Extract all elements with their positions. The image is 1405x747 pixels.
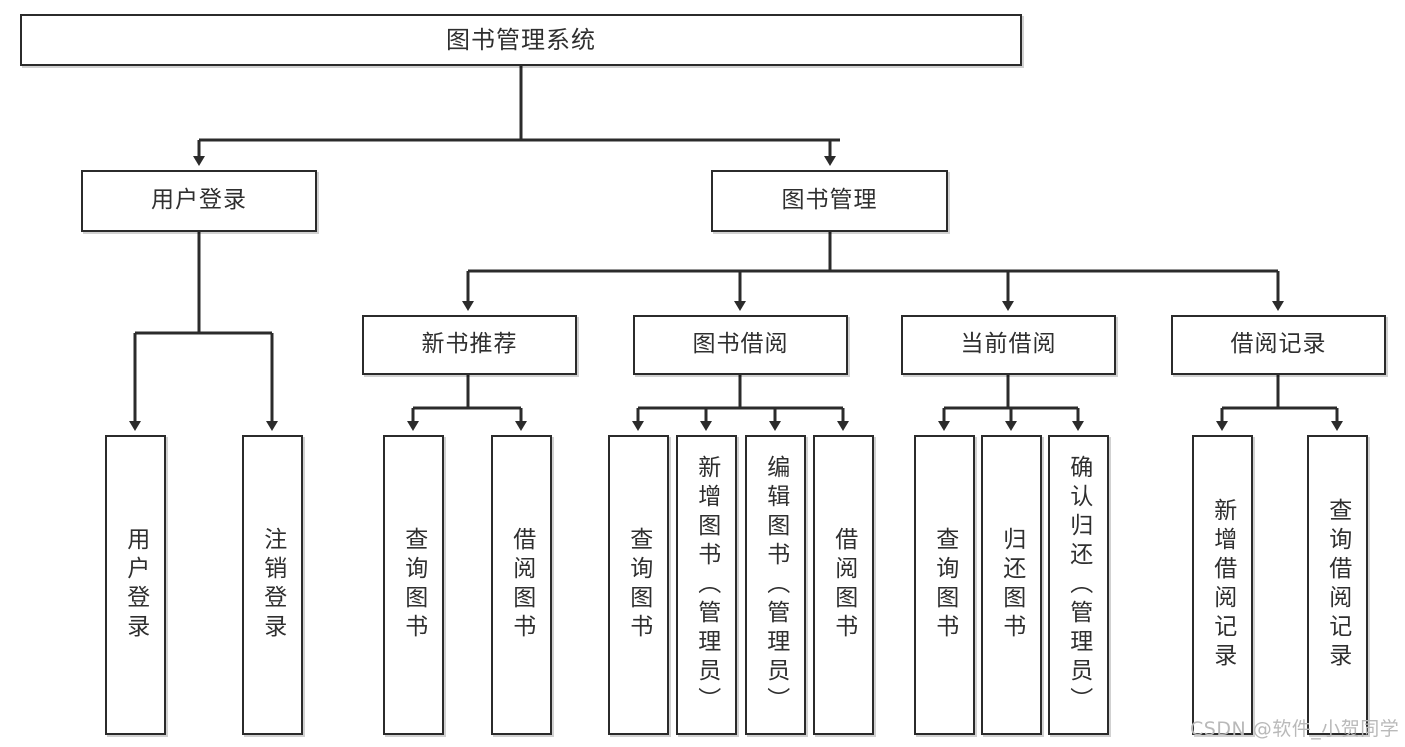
node-book-management[interactable]: 图书管理 [711,170,948,232]
node-label: 当前借阅 [960,331,1057,358]
node-label: 借阅图书 [830,527,857,643]
node-label: 查询图书 [400,527,427,643]
node-borrow-record[interactable]: 借阅记录 [1171,315,1386,375]
node-label: 查询图书 [931,527,958,643]
leaf-query-book-recommend[interactable]: 查询图书 [383,435,444,735]
leaf-user-login[interactable]: 用户登录 [105,435,166,735]
node-label: 图书借阅 [692,331,789,358]
node-label: 查询借阅记录 [1324,498,1351,672]
node-label: 图书管理系统 [446,25,596,54]
leaf-add-book-admin[interactable]: 新增图书（管理员） [676,435,737,735]
node-label: 用户登录 [151,187,247,214]
leaf-logout[interactable]: 注销登录 [242,435,303,735]
watermark-credit: CSDN @软件_小贺同学 [1190,718,1400,740]
node-book-borrow[interactable]: 图书借阅 [633,315,848,375]
leaf-query-book-current[interactable]: 查询图书 [914,435,975,735]
leaf-borrow-book[interactable]: 借阅图书 [813,435,874,735]
node-user-login[interactable]: 用户登录 [81,170,317,232]
leaf-confirm-return-admin[interactable]: 确认归还（管理员） [1048,435,1109,735]
leaf-add-borrow-record[interactable]: 新增借阅记录 [1192,435,1253,735]
node-label: 借阅记录 [1230,331,1327,358]
node-label: 查询图书 [625,527,652,643]
leaf-return-book[interactable]: 归还图书 [981,435,1042,735]
leaf-query-book-borrow[interactable]: 查询图书 [608,435,669,735]
node-new-book-recommend[interactable]: 新书推荐 [362,315,577,375]
node-label: 图书管理 [781,187,878,214]
node-label: 注销登录 [259,527,286,643]
node-label: 借阅图书 [508,527,535,643]
node-label: 新增图书（管理员） [693,454,720,716]
node-current-borrow[interactable]: 当前借阅 [901,315,1116,375]
leaf-query-borrow-record[interactable]: 查询借阅记录 [1307,435,1368,735]
node-label: 确认归还（管理员） [1065,454,1092,716]
leaf-edit-book-admin[interactable]: 编辑图书（管理员） [745,435,806,735]
node-label: 新增借阅记录 [1209,498,1236,672]
node-label: 归还图书 [998,527,1025,643]
node-label: 新书推荐 [421,331,518,358]
node-root-library-system[interactable]: 图书管理系统 [20,14,1022,66]
node-label: 用户登录 [122,527,149,643]
node-label: 编辑图书（管理员） [762,454,789,716]
leaf-borrow-book-recommend[interactable]: 借阅图书 [491,435,552,735]
